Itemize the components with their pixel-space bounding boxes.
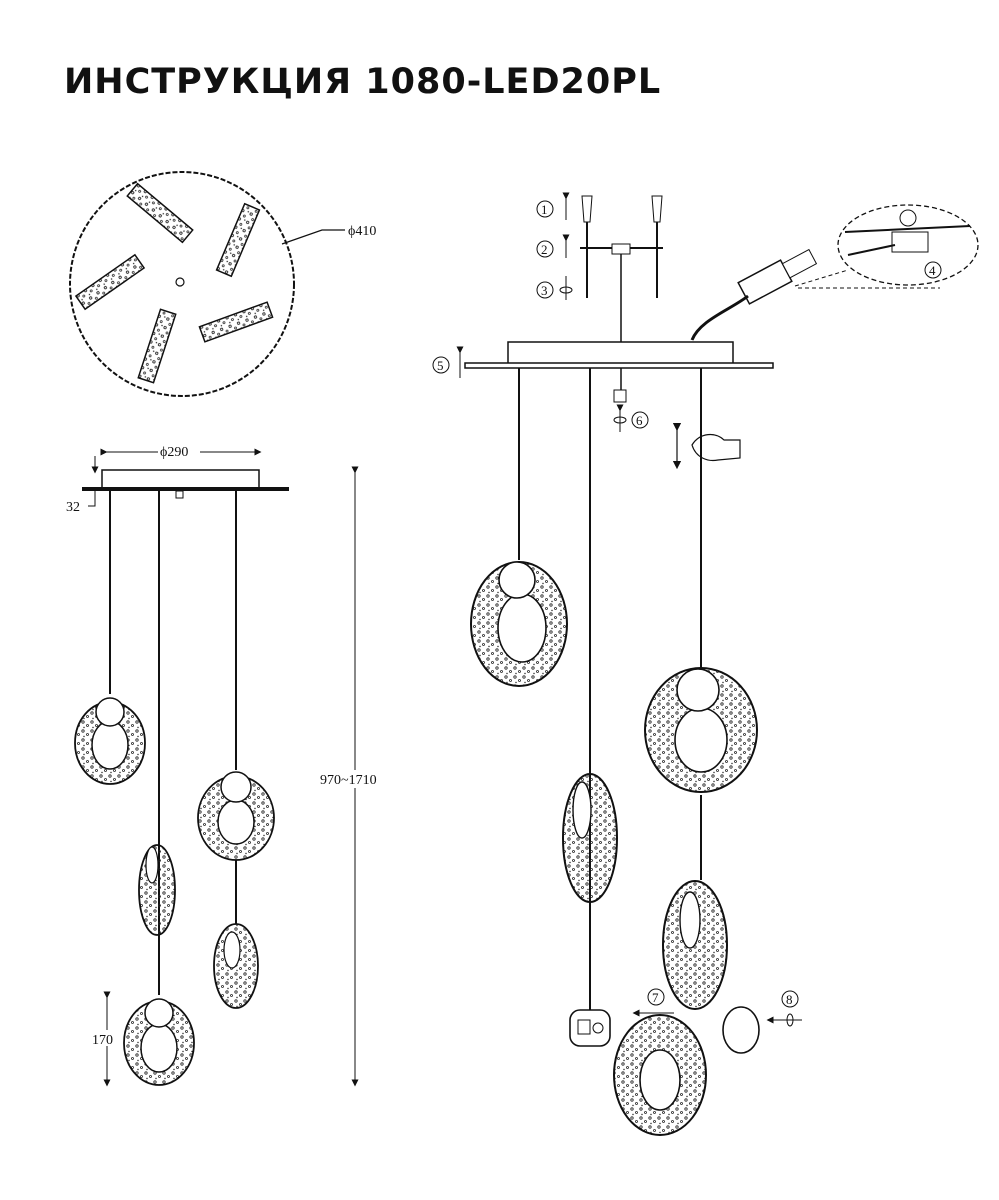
step-8-label: 8 [786, 992, 793, 1007]
assembly-pendant-ring [470, 561, 568, 687]
wiring-detail [844, 209, 971, 256]
side-pendant-ring [213, 923, 259, 1009]
canopy-height-leader [88, 491, 96, 507]
assembly-canopy-base [507, 341, 734, 365]
side-canopy-plate [82, 487, 289, 491]
top-view-bar [198, 301, 274, 343]
side-canopy-cable-grip [175, 490, 184, 499]
step-3-label: 3 [541, 283, 548, 298]
canopy-top-view: ϕ410 [69, 171, 376, 397]
assembly-view: 1 2 3 4 [432, 192, 979, 1136]
top-view-bar [74, 253, 146, 311]
assembly-pendant-ring [562, 773, 618, 903]
cable-grip [613, 389, 627, 403]
side-pendant-ring [74, 697, 146, 785]
step-7-label: 7 [652, 990, 659, 1005]
pendant-height-label: 170 [92, 1033, 113, 1048]
step-6-label: 6 [636, 413, 643, 428]
power-cable [690, 294, 749, 341]
plate-diameter-label: ϕ290 [160, 445, 188, 460]
step-1-label: 1 [541, 202, 548, 217]
exploded-disc [722, 1006, 760, 1054]
side-view: ϕ290 32 [66, 444, 392, 1087]
side-pendant-ring [138, 844, 176, 936]
canopy-height-label: 32 [66, 500, 80, 515]
assembly-canopy-plate [464, 362, 774, 369]
exploded-holder [569, 1009, 611, 1047]
canopy-diameter-leader [281, 229, 345, 245]
top-view-bar [215, 202, 261, 278]
exploded-ring [613, 1014, 707, 1136]
assembly-pendant-ring [662, 880, 728, 1010]
side-canopy-base [101, 469, 260, 489]
assembly-pendant-ring [644, 667, 758, 793]
canopy-circle [69, 171, 295, 397]
instruction-title: ИНСТРУКЦИЯ 1080-LED20PL [64, 62, 662, 102]
side-pendant-ring [123, 998, 195, 1086]
hand-icon [691, 434, 741, 462]
step-4-label: 4 [929, 263, 936, 278]
top-view-bar [126, 182, 194, 244]
step-2-label: 2 [541, 242, 548, 257]
overall-height-label: 970~1710 [320, 773, 377, 788]
side-pendant-ring [197, 771, 275, 861]
step-5-label: 5 [437, 358, 444, 373]
canopy-center-hole [175, 277, 185, 287]
terminal-block [737, 248, 818, 305]
canopy-diameter-label: ϕ410 [348, 224, 376, 239]
top-view-bar [137, 308, 177, 384]
